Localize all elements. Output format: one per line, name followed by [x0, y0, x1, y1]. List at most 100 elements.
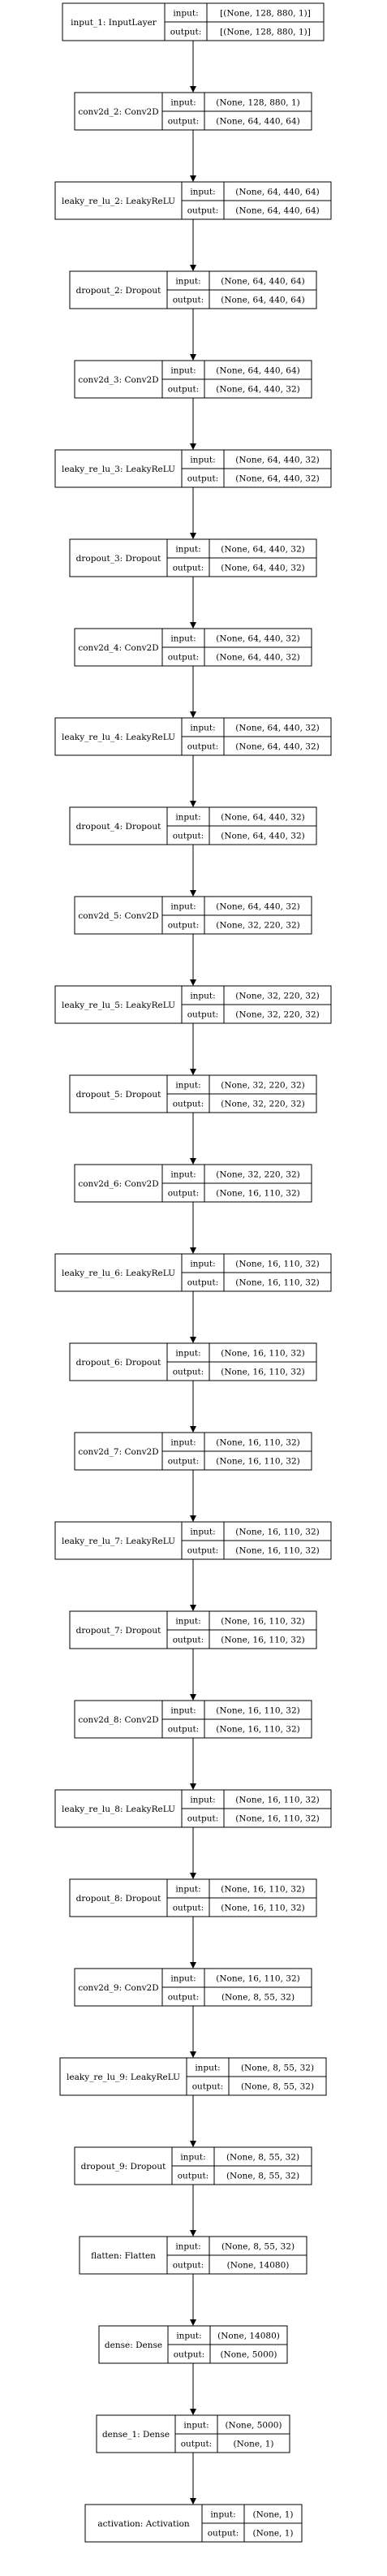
input-shape: (None, 32, 220, 32) [216, 1170, 299, 1180]
input-label: input: [176, 2332, 201, 2341]
layer-name: input_1: InputLayer [71, 18, 157, 28]
input-shape: (None, 64, 440, 32) [235, 724, 319, 733]
output-label: output: [178, 2172, 209, 2181]
output-shape: (None, 64, 440, 32) [221, 832, 304, 841]
input-label: input: [173, 9, 198, 19]
layer-node: flatten: Flatten input: output: (None, 8, 5… [79, 2236, 307, 2275]
input-label: input: [180, 2153, 205, 2163]
layer-node: conv2d_4: Conv2D input: output: (None, 64, … [74, 628, 312, 667]
layer-name: leaky_re_lu_3: LeakyReLU [62, 465, 175, 474]
output-shape: (None, 5000) [220, 2350, 277, 2360]
layer-name: flatten: Flatten [91, 2251, 156, 2261]
input-shape: (None, 16, 110, 32) [235, 1528, 319, 1537]
layer-name: dropout_8: Dropout [76, 1894, 161, 1904]
layer-name: dense: Dense [105, 2340, 162, 2350]
layer-node: leaky_re_lu_3: LeakyReLU input: output: (No… [54, 449, 332, 488]
input-label: input: [170, 366, 196, 376]
input-label: input: [190, 188, 215, 197]
output-shape: (None, 64, 440, 64) [216, 117, 299, 127]
output-label: output: [173, 1368, 204, 1377]
output-shape: (None, 16, 110, 32) [235, 1814, 319, 1824]
input-label: input: [175, 545, 200, 555]
output-shape: (None, 8, 55, 32) [241, 2082, 314, 2092]
layer-name: conv2d_4: Conv2D [78, 643, 158, 653]
input-label: input: [190, 992, 215, 1001]
input-label: input: [170, 1706, 196, 1716]
output-label: output: [187, 1278, 219, 1288]
output-shape: (None, 16, 110, 32) [216, 1725, 299, 1735]
layer-name: leaky_re_lu_6: LeakyReLU [62, 1269, 175, 1278]
input-label: input: [190, 456, 215, 465]
output-shape: (None, 64, 440, 32) [216, 385, 299, 395]
input-label: input: [183, 2421, 209, 2431]
output-label: output: [208, 2529, 239, 2539]
input-label: input: [170, 902, 196, 912]
layer-node: activation: Activationinput:output:(None… [84, 2504, 303, 2543]
layer-node: dropout_5: Dropout input: output: (None, 32… [69, 1074, 317, 1113]
layer-node: leaky_re_lu_5: LeakyReLUinput:output:(No… [54, 985, 332, 1024]
input-label: input: [175, 1081, 200, 1091]
output-shape: (None, 14080) [227, 2261, 290, 2271]
nodes: input_1: InputLayerinput:output:[(None, … [54, 2, 332, 2543]
output-shape: (None, 64, 440, 32) [216, 653, 299, 663]
output-label: output: [173, 1100, 204, 1109]
output-shape: (None, 64, 440, 32) [235, 474, 319, 484]
layer-node: leaky_re_lu_9: LeakyReLUinput:output:(No… [59, 2057, 327, 2096]
input-shape: (None, 64, 440, 32) [216, 634, 299, 644]
output-shape: (None, 16, 110, 32) [216, 1457, 299, 1467]
output-label: output: [168, 385, 200, 395]
input-shape: (None, 16, 110, 32) [235, 1260, 319, 1269]
input-shape: (None, 32, 220, 32) [221, 1081, 304, 1091]
output-shape: (None, 16, 110, 32) [216, 1189, 299, 1199]
layer-name: leaky_re_lu_9: LeakyReLU [67, 2072, 180, 2082]
output-shape: (None, 1) [252, 2529, 293, 2539]
input-label: input: [170, 1170, 196, 1180]
layer-name: conv2d_6: Conv2D [78, 1179, 158, 1189]
output-shape: (None, 32, 220, 32) [235, 1010, 319, 1020]
input-shape: (None, 8, 55, 32) [221, 2242, 295, 2252]
input-label: input: [190, 724, 215, 733]
output-shape: (None, 16, 110, 32) [221, 1368, 304, 1377]
output-label: output: [173, 1904, 204, 1913]
output-label: output: [187, 206, 219, 216]
layer-name: conv2d_2: Conv2D [78, 107, 158, 117]
output-label: output: [168, 921, 200, 931]
layer-name: leaky_re_lu_7: LeakyReLU [62, 1537, 175, 1546]
layer-node: dropout_9: Dropout input: output: (None, 8,… [74, 2146, 312, 2185]
output-shape: (None, 1) [233, 2440, 273, 2449]
layer-name: dropout_3: Dropout [76, 554, 161, 564]
input-label: input: [175, 1349, 200, 1359]
output-label: output: [168, 653, 200, 663]
input-shape: (None, 64, 440, 64) [221, 277, 304, 287]
output-label: output: [187, 474, 219, 484]
output-label: output: [174, 2350, 205, 2360]
output-label: output: [173, 2261, 204, 2271]
output-label: output: [173, 832, 204, 841]
input-shape: (None, 8, 55, 32) [241, 2064, 314, 2073]
layer-name: dropout_4: Dropout [76, 822, 161, 832]
input-shape: (None, 16, 110, 32) [216, 1974, 299, 1984]
layer-name: dropout_9: Dropout [81, 2162, 166, 2172]
input-label: input: [170, 634, 196, 644]
output-label: output: [187, 742, 219, 752]
layer-name: dropout_7: Dropout [76, 1626, 161, 1636]
layer-name: leaky_re_lu_4: LeakyReLU [62, 733, 175, 742]
layer-name: dropout_5: Dropout [76, 1090, 161, 1100]
input-shape: (None, 8, 55, 32) [226, 2153, 299, 2163]
layer-name: dropout_6: Dropout [76, 1358, 161, 1368]
input-shape: (None, 1) [252, 2510, 293, 2520]
output-label: output: [187, 1546, 219, 1556]
input-label: input: [170, 98, 196, 108]
input-label: input: [175, 1617, 200, 1627]
layer-node: leaky_re_lu_6: LeakyReLUinput:output:(No… [54, 1253, 332, 1292]
input-label: input: [175, 2242, 200, 2252]
layer-name: dropout_2: Dropout [76, 286, 161, 296]
layer-node: leaky_re_lu_2: LeakyReLUinput:output:(No… [54, 181, 332, 220]
input-shape: (None, 16, 110, 32) [216, 1438, 299, 1448]
